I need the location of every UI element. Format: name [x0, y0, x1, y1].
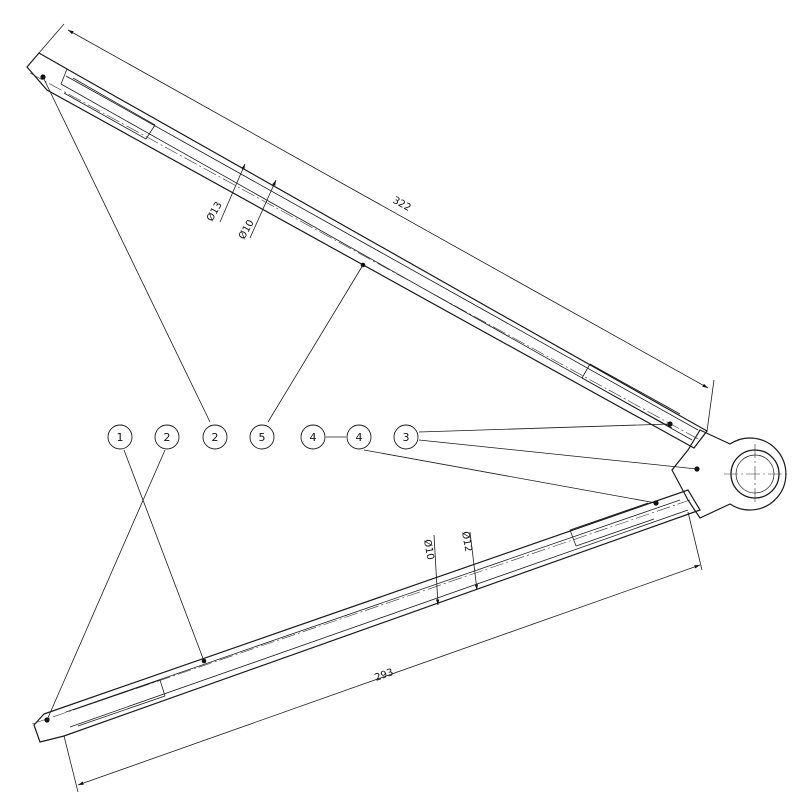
svg-text:1: 1 [117, 431, 124, 444]
balloon-4b: 4 [346, 424, 372, 450]
upper-rod-pivot-section [589, 363, 681, 415]
upper-rod-end-section [72, 77, 156, 126]
upper-rod-outline [26, 52, 708, 449]
leader-1 [123, 449, 205, 662]
lower-rod-pivot-section [569, 502, 649, 531]
upper-rod-bore-top [65, 75, 699, 431]
pivot-body [671, 429, 787, 519]
lower-inner-diameter-label: Ø10 [421, 538, 436, 560]
lower-rod-bore-bottom [69, 509, 689, 728]
leader-3b [418, 439, 698, 470]
balloon-4a: 4 [300, 424, 326, 450]
balloon-3: 3 [393, 424, 419, 450]
dimension-upper-length: 322 [38, 23, 715, 432]
svg-text:2: 2 [212, 431, 219, 444]
svg-text:3: 3 [403, 431, 410, 444]
leader-4b [363, 449, 657, 504]
balloon-1: 1 [107, 424, 133, 450]
upper-rod [26, 52, 708, 449]
svg-text:2: 2 [164, 431, 171, 444]
leader-lines [42, 76, 698, 721]
leader-5 [267, 264, 364, 423]
upper-outer-diameter-label: Ø13 [204, 200, 225, 224]
svg-text:4: 4 [310, 431, 317, 444]
upper-rod-end-section-b [63, 92, 147, 140]
lower-rod-pivot-section-b [575, 518, 655, 547]
upper-length-label: 322 [391, 195, 413, 214]
lower-outer-diameter-label: Ø12 [459, 530, 474, 552]
leader-2a [46, 449, 166, 721]
dimension-upper-inner-diameter: Ø10 [236, 179, 277, 241]
lower-rod-end-section-b [77, 695, 166, 727]
lower-rod [31, 489, 701, 743]
dimension-lower-length: 293 [63, 511, 703, 793]
balloon-2b: 2 [202, 424, 228, 450]
lower-rod-pivot-cap [569, 529, 577, 547]
upper-rod-tip-line [60, 68, 68, 85]
svg-text:4: 4 [356, 431, 363, 444]
lower-rod-bore-top [65, 499, 681, 713]
leader-3a [418, 423, 671, 433]
dimension-lower-outer-diameter: Ø12 [459, 530, 478, 591]
lower-length-label: 293 [373, 667, 395, 684]
upper-rod-centerline [29, 72, 701, 441]
balloon-2a: 2 [154, 424, 180, 450]
leader-2b [42, 76, 211, 423]
upper-rod-end-cap [145, 124, 156, 140]
lower-rod-end-cap [159, 679, 166, 697]
pivot-joint [671, 429, 790, 519]
balloon-5: 5 [249, 424, 275, 450]
svg-text:5: 5 [259, 431, 266, 444]
dimension-lower-inner-diameter: Ø10 [421, 534, 440, 606]
